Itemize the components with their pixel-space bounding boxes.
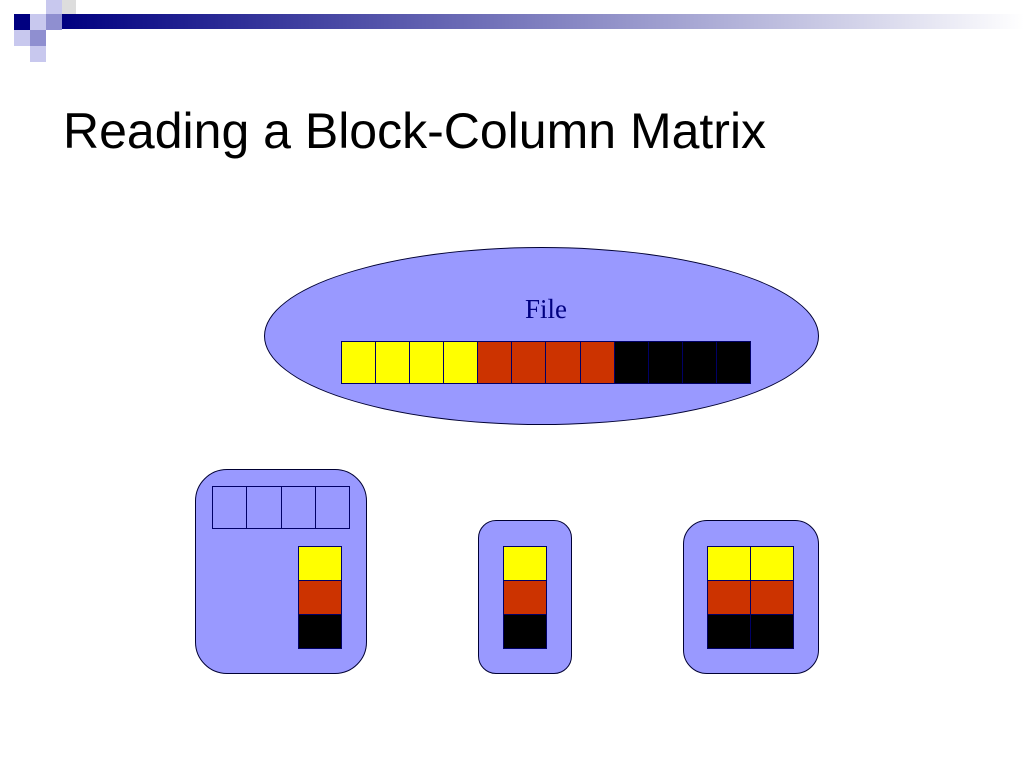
file-block: [410, 342, 445, 383]
file-block: [614, 342, 649, 383]
process-1-buffer: [212, 486, 350, 529]
decor-square: [14, 30, 30, 46]
header-gradient-bar: [62, 14, 1024, 29]
column-block: [708, 547, 750, 581]
decor-square: [14, 14, 30, 30]
file-block: [648, 342, 683, 383]
slide-title: Reading a Block-Column Matrix: [63, 103, 767, 159]
column-block: [708, 581, 750, 615]
column-block: [504, 581, 546, 615]
file-block: [444, 342, 479, 383]
file-block: [376, 342, 411, 383]
buffer-cell: [281, 487, 316, 528]
column-block: [751, 547, 793, 581]
corner-decoration: [14, 0, 1024, 62]
process-3-column-2: [750, 546, 794, 649]
decor-square: [46, 0, 62, 14]
file-block: [716, 342, 750, 383]
decor-square: [30, 14, 46, 30]
column-block: [751, 615, 793, 648]
buffer-cell: [213, 487, 248, 528]
decor-square: [46, 14, 62, 30]
column-block: [708, 615, 750, 648]
column-block: [504, 615, 546, 648]
file-block-row: [341, 341, 751, 384]
decor-square: [62, 0, 76, 14]
file-label: File: [524, 294, 567, 324]
buffer-cell: [247, 487, 282, 528]
file-block: [512, 342, 547, 383]
process-2-column: [503, 546, 547, 649]
decor-square: [30, 30, 46, 46]
file-block: [478, 342, 513, 383]
column-block: [751, 581, 793, 615]
column-block: [299, 547, 341, 581]
column-block: [299, 581, 341, 615]
decor-square: [30, 46, 46, 62]
file-block: [682, 342, 717, 383]
process-3-column-1: [707, 546, 751, 649]
process-1-column: [298, 546, 342, 649]
column-block: [299, 615, 341, 648]
file-ellipse: [264, 247, 819, 425]
file-block: [546, 342, 581, 383]
file-block: [342, 342, 377, 383]
column-block: [504, 547, 546, 581]
file-block: [580, 342, 615, 383]
buffer-cell: [315, 487, 349, 528]
